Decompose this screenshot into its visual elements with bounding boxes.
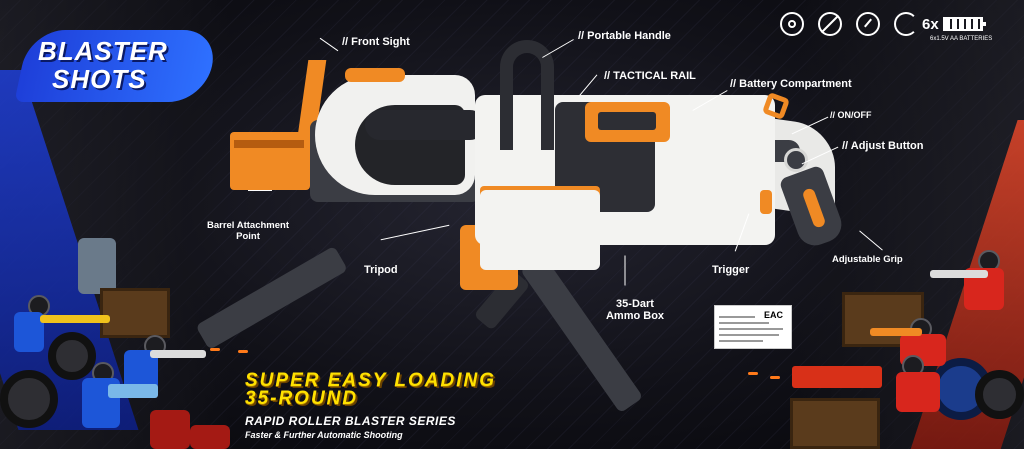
- flying-dart: [770, 376, 780, 379]
- battery-compartment-inner: [598, 112, 656, 130]
- adjust-button-part: [784, 148, 808, 172]
- label-tactical-rail: // TACTICAL RAIL: [604, 70, 696, 82]
- tagline-headline: SUPER EASY LOADING: [245, 370, 497, 391]
- tire-stack: [48, 332, 96, 380]
- no-fire-icon: [818, 12, 842, 36]
- label-on-off: // ON/OFF: [830, 110, 872, 120]
- mounted-blaster: [792, 366, 882, 388]
- wooden-crate: [100, 288, 170, 338]
- label-portable-handle: // Portable Handle: [578, 30, 671, 42]
- player-blaster: [870, 328, 922, 336]
- label-front-sight: // Front Sight: [342, 36, 410, 48]
- player-blaster: [40, 315, 110, 323]
- steel-drum: [78, 238, 116, 294]
- battery-bar-icon: [942, 17, 986, 31]
- label-tripod: Tripod: [364, 264, 398, 276]
- top-rail-part: [345, 68, 405, 82]
- sticker-line: [719, 316, 755, 318]
- label-ammo-box-line2: Ammo Box: [605, 310, 665, 322]
- red-drum: [150, 410, 190, 449]
- logo-line2: SHOTS: [52, 64, 147, 94]
- ammo-box-part: [480, 190, 600, 270]
- wooden-crate: [790, 398, 880, 449]
- gauge-icon: [856, 12, 880, 36]
- sticker-line: [719, 328, 783, 330]
- sticker-line: [719, 334, 779, 336]
- barrel-attachment-slat: [234, 140, 304, 148]
- flying-dart: [210, 348, 220, 351]
- battery-indicator: 6x: [894, 12, 986, 36]
- tagline-round-count: 35-ROUND: [245, 388, 359, 409]
- battery-count: 6x: [922, 15, 939, 33]
- certification-sticker: EAC: [714, 305, 792, 349]
- tire-stack: [0, 370, 58, 428]
- feature-icons: 6x 6x1.5V AA BATTERIES: [780, 10, 992, 42]
- battery-note: 6x1.5V AA BATTERIES: [930, 36, 993, 42]
- blaster-illustration: [190, 40, 870, 440]
- target-icon: [780, 12, 804, 36]
- barrel-cylinder: [365, 110, 485, 140]
- flying-dart: [748, 372, 758, 375]
- player-blaster: [108, 384, 158, 398]
- red-drum: [190, 425, 230, 449]
- callout-line-ammo: [624, 255, 626, 286]
- eac-mark: EAC: [763, 310, 783, 320]
- label-trigger: Trigger: [712, 264, 750, 276]
- label-adjustable-grip: Adjustable Grip: [832, 254, 903, 265]
- player-body: [14, 312, 44, 352]
- battery-icon: [894, 12, 918, 36]
- portable-handle-part: [500, 40, 554, 150]
- player-blaster: [150, 350, 206, 358]
- tagline-block: SUPER EASY LOADING 35-ROUND RAPID ROLLER…: [245, 370, 497, 440]
- label-adjust-button: // Adjust Button: [842, 140, 924, 152]
- logo-line1: BLASTER: [38, 36, 168, 66]
- player-blaster: [930, 270, 988, 278]
- tagline-series: RAPID ROLLER BLASTER SERIES: [245, 414, 456, 428]
- trigger-part: [760, 190, 772, 214]
- callout-line-barrel: [248, 190, 272, 191]
- label-ammo-box: 35-Dart Ammo Box: [595, 298, 675, 322]
- label-barrel-attachment: Barrel Attachment Point: [196, 220, 300, 242]
- tripod-leg-left: [195, 245, 348, 350]
- sticker-line: [719, 322, 769, 324]
- label-barrel-attachment-line1: Barrel Attachment: [206, 220, 289, 231]
- tagline-subtitle: Faster & Further Automatic Shooting: [245, 430, 403, 440]
- label-barrel-attachment-line2: Point: [236, 231, 260, 242]
- label-ammo-box-line1: 35-Dart: [616, 298, 654, 310]
- player-body: [896, 372, 940, 412]
- label-battery-compartment: // Battery Compartment: [730, 78, 852, 90]
- tire-stack: [975, 370, 1024, 419]
- brand-logo: BLASTER SHOTS: [14, 30, 220, 102]
- flying-dart: [238, 350, 248, 353]
- sticker-line: [719, 340, 763, 342]
